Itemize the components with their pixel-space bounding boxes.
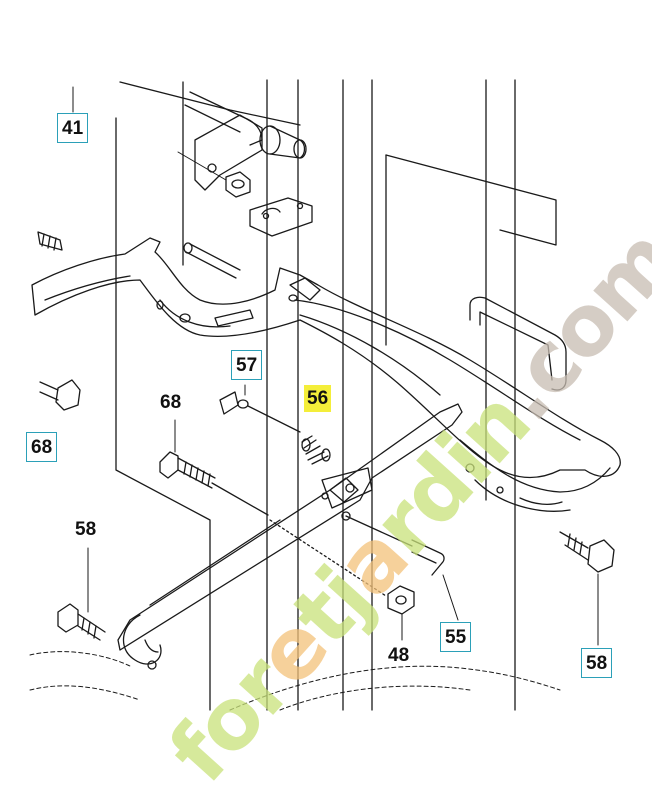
callout-leaders <box>72 86 599 646</box>
nut-top <box>225 171 251 198</box>
callout-41[interactable]: 41 <box>57 113 89 143</box>
bent-rod <box>345 515 445 576</box>
frame-plates <box>115 81 557 711</box>
handle-loop <box>469 296 567 391</box>
right-arm <box>459 439 611 512</box>
rod <box>183 242 241 279</box>
nut-48 <box>269 519 415 615</box>
callout-68-boxed[interactable]: 68 <box>26 432 58 462</box>
bolt-68-left <box>39 379 81 411</box>
callout-48[interactable]: 48 <box>388 645 410 666</box>
main-lever <box>31 237 621 479</box>
base-arcs <box>29 651 561 711</box>
spring <box>301 435 331 465</box>
callout-68[interactable]: 68 <box>160 392 182 413</box>
clamp-block <box>249 197 313 237</box>
guide-lines <box>182 79 516 711</box>
lower-lever <box>117 403 463 670</box>
callout-58-boxed[interactable]: 58 <box>581 648 613 678</box>
pin-part <box>184 91 307 159</box>
callout-55[interactable]: 55 <box>440 622 472 652</box>
bolt-68 <box>159 451 269 516</box>
bolt-58-right <box>559 531 615 573</box>
spring-clip <box>219 391 301 433</box>
bolt-top-left <box>37 231 63 251</box>
bolt-58-left <box>57 603 106 641</box>
callout-57[interactable]: 57 <box>231 350 263 380</box>
callout-58[interactable]: 58 <box>75 519 97 540</box>
callout-56[interactable]: 56 <box>304 385 332 412</box>
